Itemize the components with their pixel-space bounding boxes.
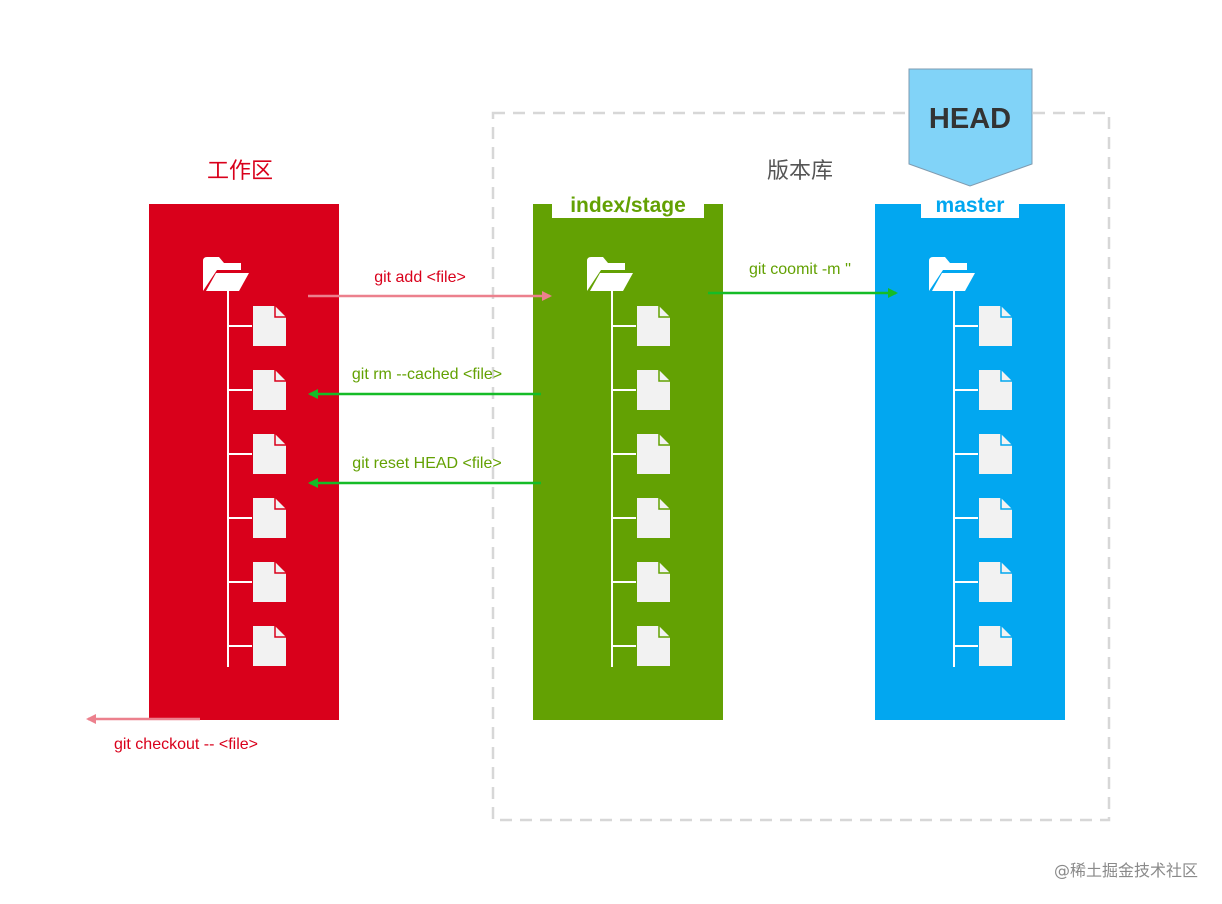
file-icon	[253, 306, 286, 346]
watermark: @稀土掘金技术社区	[1054, 861, 1198, 880]
file-corner-fold	[1000, 370, 1012, 382]
git-checkout-label: git checkout -- <file>	[114, 736, 258, 753]
file-corner-fold	[274, 306, 286, 318]
file-corner-fold	[658, 370, 670, 382]
file-corner-fold	[274, 498, 286, 510]
file-corner-fold	[1000, 434, 1012, 446]
file-corner-fold	[1000, 562, 1012, 574]
repository-title: 版本库	[767, 159, 833, 184]
folder-icon	[929, 257, 967, 291]
file-icon	[979, 370, 1012, 410]
head-pointer	[908, 68, 1033, 187]
folder-flap-icon	[206, 273, 249, 291]
file-corner-fold	[658, 498, 670, 510]
stage-title-tab	[552, 188, 704, 218]
stage-title: index/stage	[570, 194, 686, 217]
git-rm-cached-label: git rm --cached <file>	[352, 366, 502, 383]
file-icon	[253, 498, 286, 538]
master-title-tab	[921, 188, 1019, 218]
file-icon	[979, 626, 1012, 666]
file-icon	[979, 434, 1012, 474]
file-icon	[637, 434, 670, 474]
file-corner-fold	[274, 434, 286, 446]
folder-icon	[203, 257, 241, 291]
stage-file-tree	[587, 257, 670, 667]
file-corner-fold	[658, 562, 670, 574]
stage-column	[533, 204, 723, 720]
file-corner-fold	[1000, 626, 1012, 638]
workspace-column	[149, 204, 339, 720]
file-icon	[253, 434, 286, 474]
folder-flap-icon	[932, 273, 975, 291]
git-add-label: git add <file>	[374, 269, 466, 286]
file-corner-fold	[1000, 306, 1012, 318]
master-file-tree	[929, 257, 1012, 667]
file-corner-fold	[274, 562, 286, 574]
head-label: HEAD	[929, 103, 1011, 135]
file-icon	[637, 370, 670, 410]
workspace-title: 工作区	[207, 159, 273, 184]
file-corner-fold	[1000, 498, 1012, 510]
file-icon	[253, 370, 286, 410]
file-icon	[637, 626, 670, 666]
file-corner-fold	[658, 306, 670, 318]
master-title: master	[936, 194, 1005, 217]
file-corner-fold	[274, 370, 286, 382]
folder-flap-icon	[590, 273, 633, 291]
file-corner-fold	[274, 626, 286, 638]
folder-icon	[587, 257, 625, 291]
file-icon	[637, 498, 670, 538]
git-commit-label: git coomit -m ''	[749, 261, 851, 278]
file-corner-fold	[658, 626, 670, 638]
workspace-file-tree	[203, 257, 286, 667]
file-icon	[253, 626, 286, 666]
file-icon	[637, 562, 670, 602]
file-icon	[637, 306, 670, 346]
file-icon	[979, 306, 1012, 346]
file-icon	[253, 562, 286, 602]
file-icon	[979, 562, 1012, 602]
file-icon	[979, 498, 1012, 538]
master-column	[875, 204, 1065, 720]
file-corner-fold	[658, 434, 670, 446]
repository-boundary	[491, 111, 1111, 822]
git-reset-head-label: git reset HEAD <file>	[352, 455, 501, 472]
